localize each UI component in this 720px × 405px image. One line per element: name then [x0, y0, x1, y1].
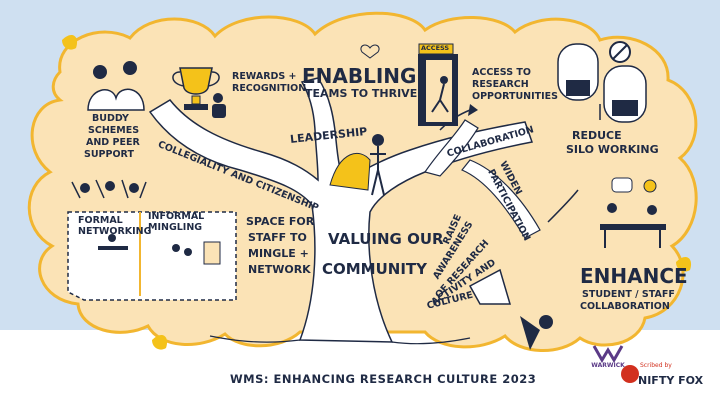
access-label-1: ACCESS TO	[472, 67, 531, 78]
valuing-label-2: COMMUNITY	[322, 260, 428, 278]
no-entry-icon	[609, 41, 631, 63]
buddy-label-2: SCHEMES	[88, 125, 140, 136]
enabling-title: ENABLING	[302, 64, 417, 88]
space-label-3: MINGLE +	[248, 247, 309, 260]
access-tag-box	[418, 43, 454, 55]
space-label-4: NETWORK	[248, 263, 311, 276]
leaf-icon	[62, 34, 692, 350]
nifty-fox-logo	[621, 365, 639, 383]
nifty-fox-text: NIFTY FOX	[638, 374, 704, 387]
arrow-double-enhance	[547, 189, 579, 223]
support-hands-icon	[71, 179, 147, 199]
formal-label-2: NETWORKING	[78, 226, 152, 237]
networking-room-icon	[67, 211, 237, 301]
tree-root-left	[209, 335, 301, 343]
speech-bubble-icon	[611, 177, 657, 193]
rewards-label-2: RECOGNITION	[232, 83, 307, 94]
scribed-by-text: Scribed by	[640, 362, 672, 369]
enabling-subtitle: TEAMS TO THRIVE!	[305, 87, 423, 100]
access-tag: ACCESS	[421, 44, 450, 52]
trophy-icon	[172, 67, 220, 110]
informal-label-1: INFORMAL	[148, 211, 205, 222]
warwick-logo-text: WARWICK	[591, 362, 625, 369]
space-label-2: STAFF TO	[248, 231, 307, 244]
space-label-1: SPACE FOR	[246, 215, 315, 228]
informal-label-2: MINGLING	[148, 222, 203, 233]
reduce-label-2: SILO WORKING	[566, 143, 659, 156]
buddy-label-1: BUDDY	[92, 113, 129, 124]
enhance-label-1: ENHANCE	[580, 264, 688, 288]
formal-label-1: FORMAL	[78, 215, 123, 226]
reduce-label-1: REDUCE	[572, 129, 622, 142]
enhance-label-3: COLLABORATION	[580, 301, 670, 312]
footer-caption: WMS: ENHANCING RESEARCH CULTURE 2023	[230, 372, 537, 386]
buddy-people-icon	[87, 61, 145, 111]
access-label-2: RESEARCH	[472, 79, 529, 90]
person-reward-icon	[212, 93, 226, 118]
leader-figure-icon	[329, 134, 386, 196]
collaboration-people-icon	[600, 203, 666, 248]
valuing-label-1: VALUING OUR	[328, 230, 444, 248]
silo-panel-icon	[557, 43, 647, 123]
door-icon	[418, 54, 458, 126]
megaphone-icon	[468, 268, 553, 350]
buddy-label-3: AND PEER	[86, 137, 140, 148]
tree-root-right	[391, 337, 471, 345]
heart-icon	[360, 44, 380, 59]
warwick-logo	[592, 345, 624, 363]
tree-branch-widen	[461, 159, 541, 239]
arrow-head-access	[468, 104, 478, 116]
tree-branch-right-upper	[424, 119, 479, 177]
access-label-3: OPPORTUNITIES	[472, 91, 558, 102]
buddy-label-4: SUPPORT	[84, 149, 134, 160]
rewards-label-1: REWARDS +	[232, 71, 297, 82]
enhance-label-2: STUDENT / STAFF	[582, 289, 675, 300]
